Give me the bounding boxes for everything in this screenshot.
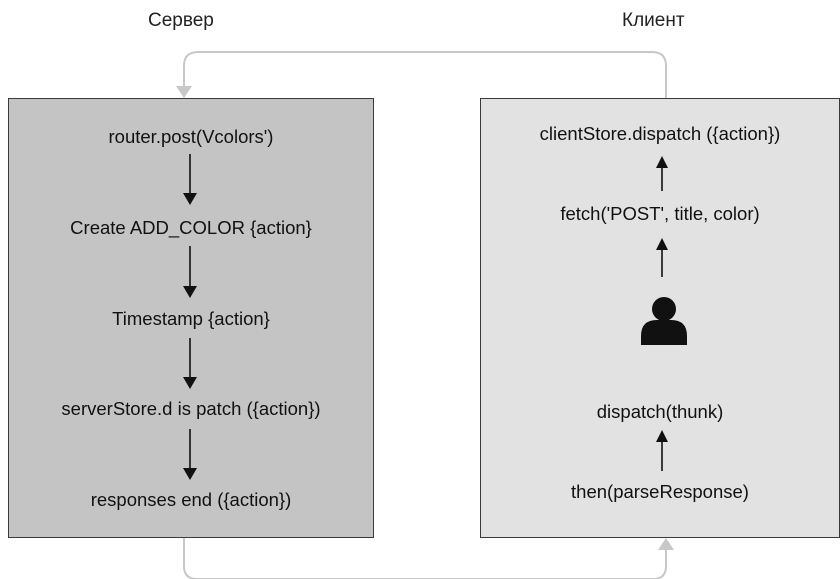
server-panel: router.post(Vcolors') Create ADD_COLOR {… <box>8 98 374 538</box>
server-arrow-1 <box>183 154 197 205</box>
client-step-dispatch-thunk: dispatch(thunk) <box>596 401 724 422</box>
server-step-response-end: responses end ({action}) <box>90 489 292 510</box>
client-step-fetch: fetch('POST', title, color) <box>560 203 760 224</box>
client-title: Клиент <box>622 10 685 31</box>
server-step-dispatch: serverStore.d is patch ({action}) <box>61 398 321 419</box>
client-arrow-1 <box>656 430 668 471</box>
top-connector-arrow <box>176 51 667 98</box>
client-step-parse-response: then(parseResponse) <box>571 481 749 502</box>
user-icon <box>641 297 687 345</box>
client-arrow-3 <box>656 156 668 191</box>
server-step-create-action: Create ADD_COLOR {action} <box>70 217 312 238</box>
client-arrow-2 <box>656 238 668 277</box>
bottom-connector-arrow <box>183 538 674 579</box>
server-step-timestamp: Timestamp {action} <box>112 308 270 329</box>
server-title: Сервер <box>148 10 214 31</box>
server-arrow-2 <box>183 246 197 298</box>
client-step-store-dispatch: clientStore.dispatch ({action}) <box>539 123 781 144</box>
server-step-router-post: router.post(Vcolors') <box>108 126 274 147</box>
server-arrow-3 <box>183 338 197 389</box>
server-arrow-4 <box>183 429 197 480</box>
